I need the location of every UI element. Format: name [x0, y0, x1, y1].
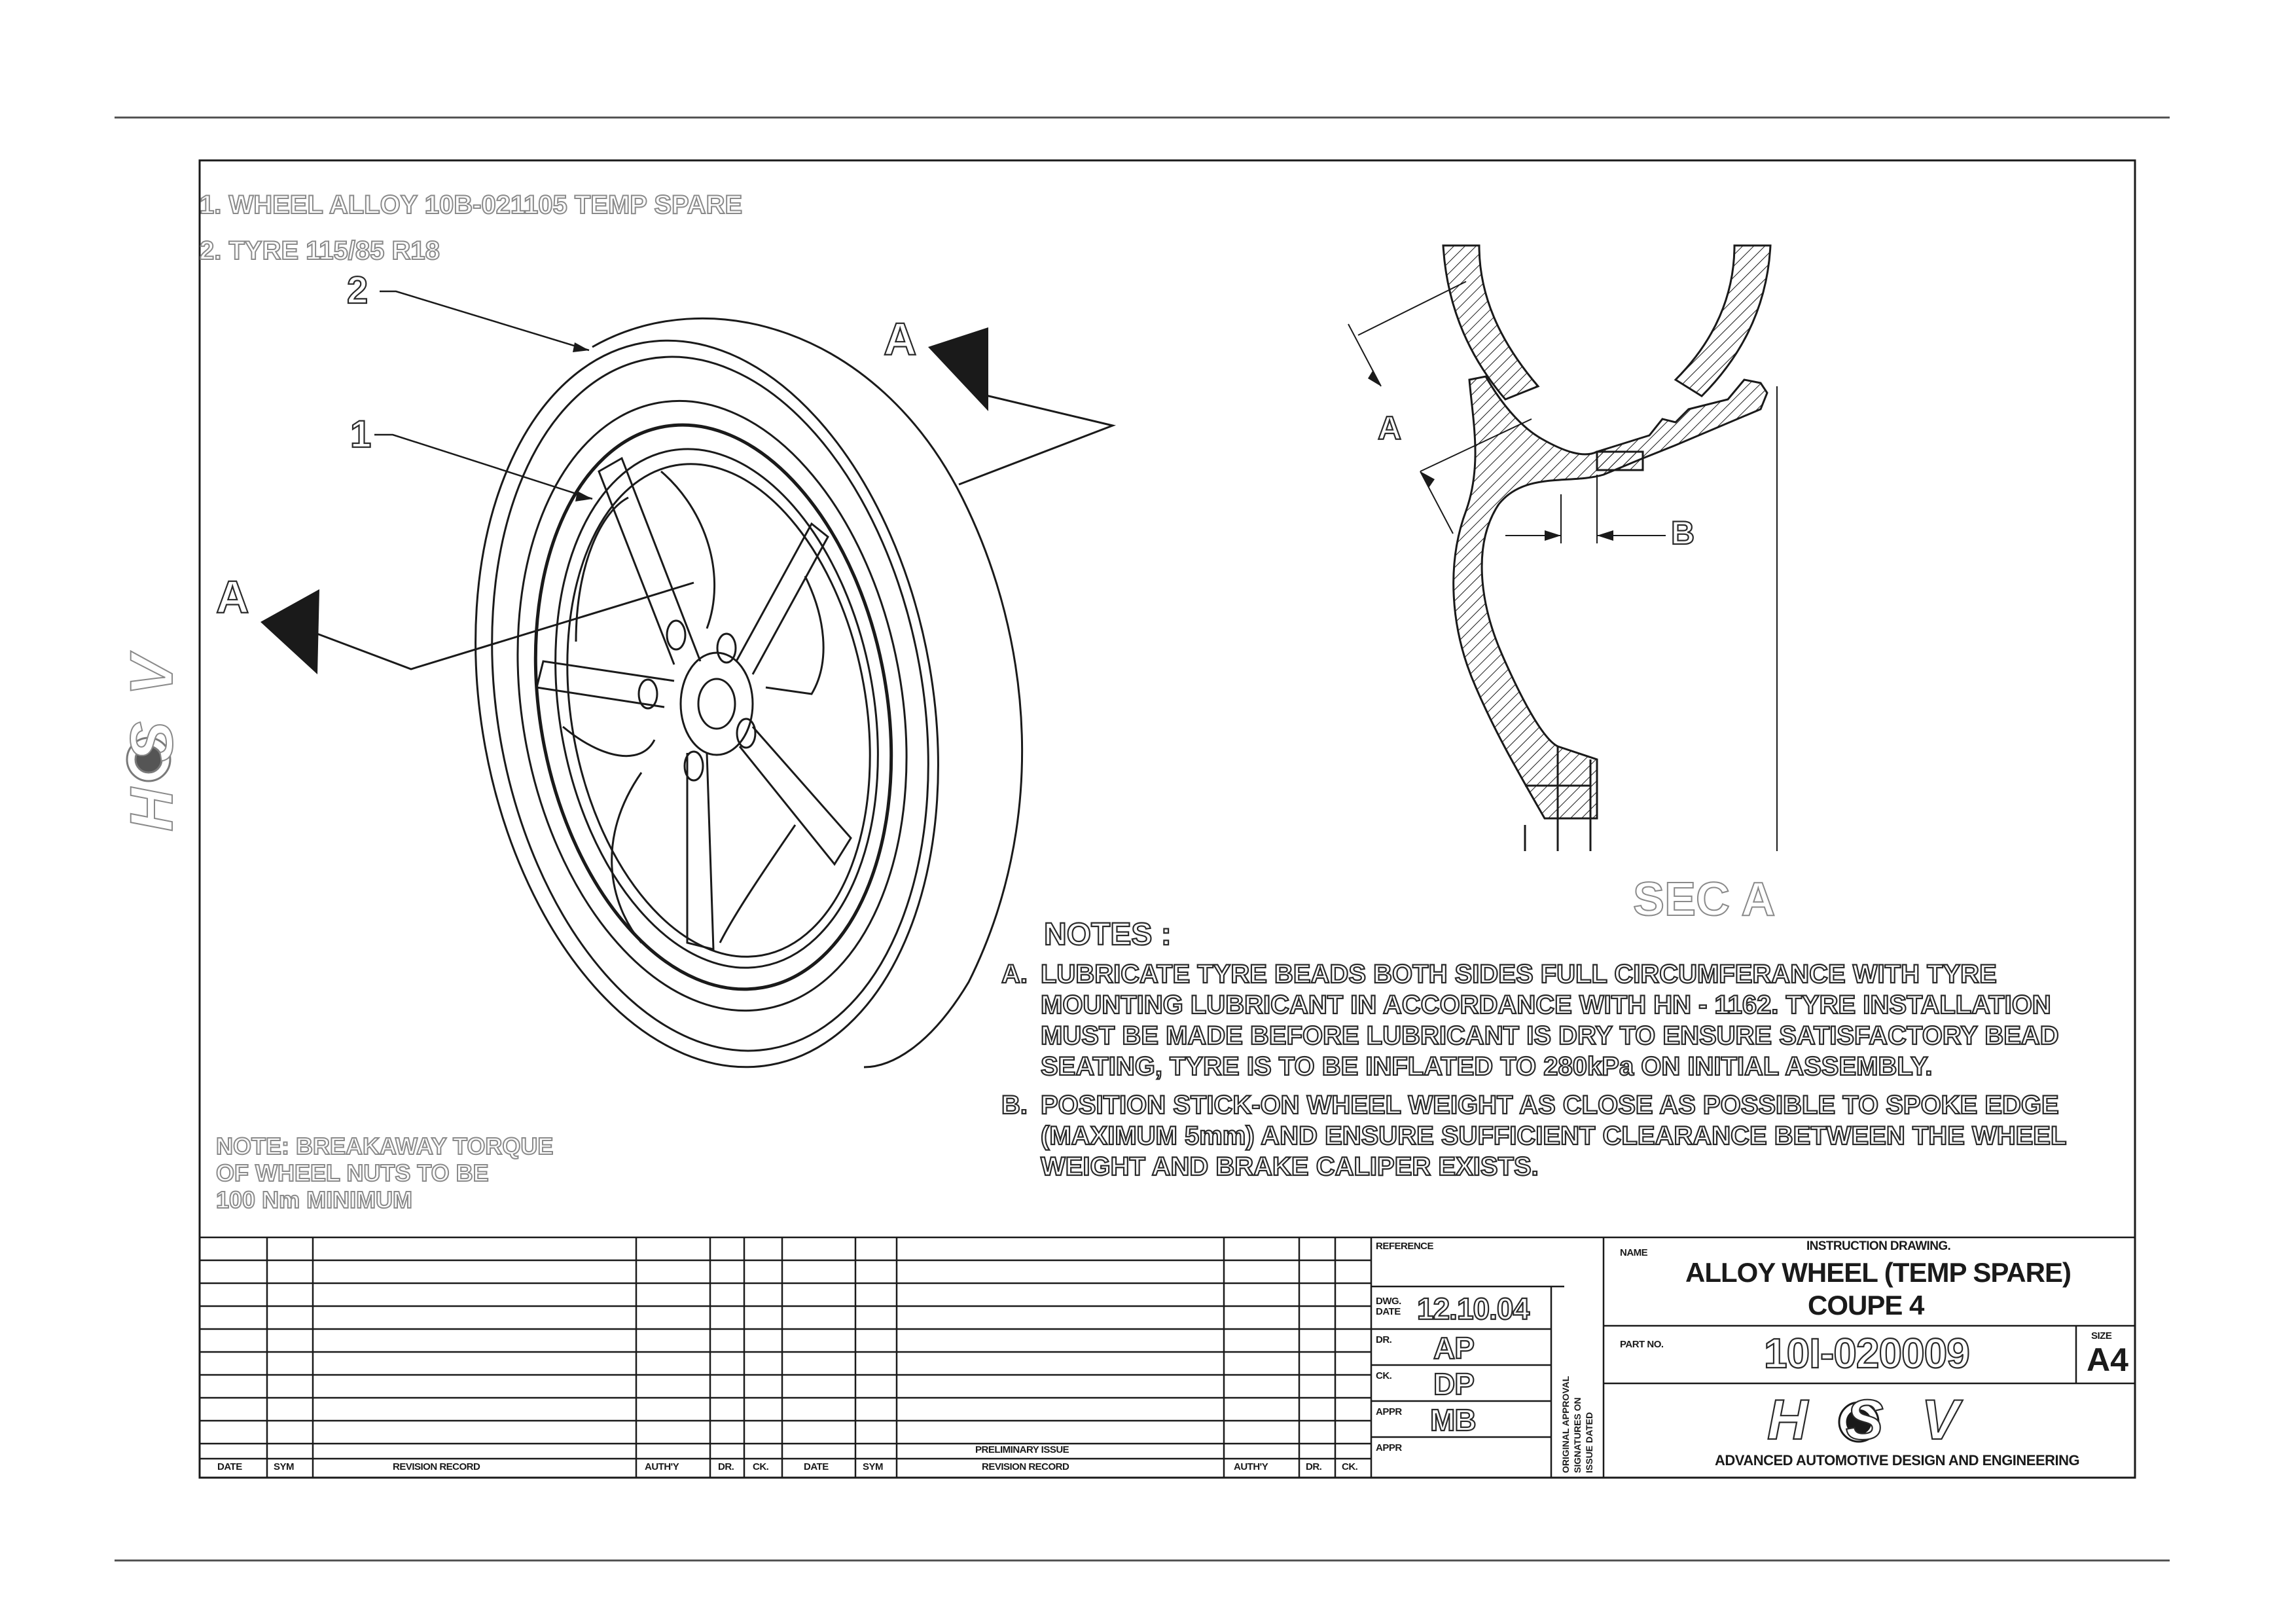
section-callout-right: A	[883, 313, 918, 365]
torque-note: NOTE: BREAKAWAY TORQUE OF WHEEL NUTS TO …	[215, 1132, 554, 1214]
rev-header-date: DATE	[217, 1461, 242, 1472]
section-cut-line	[294, 392, 1117, 670]
dimension-a-label: A	[1377, 409, 1402, 447]
section-a-view	[1348, 244, 1778, 851]
callout-item-2: 2	[346, 268, 368, 312]
rev-header-ck-2: CK.	[1342, 1461, 1358, 1472]
section-arrows	[260, 327, 988, 674]
original-approval-line: ISSUE DATED	[1584, 1412, 1594, 1473]
note-b-line: WEIGHT AND BRAKE CALIPER EXISTS.	[1040, 1152, 1539, 1182]
bottom-page-rule	[115, 1559, 2170, 1561]
appr-2-label: APPR	[1376, 1442, 1402, 1453]
original-approval-line: ORIGINAL APPROVAL	[1560, 1376, 1571, 1473]
note-a-line: MUST BE MADE BEFORE LUBRICANT IS DRY TO …	[1040, 1021, 2060, 1051]
callout-item-1: 1	[350, 412, 372, 456]
company-name: ADVANCED AUTOMOTIVE DESIGN AND ENGINEERI…	[1715, 1452, 2080, 1468]
instruction-label: INSTRUCTION DRAWING.	[1806, 1239, 1951, 1253]
parts-item-1: 1. WHEEL ALLOY 10B-021105 TEMP SPARE	[199, 190, 743, 220]
title-block-hsv-logo	[1838, 1401, 1880, 1443]
rev-header-dr-2: DR.	[1306, 1461, 1322, 1472]
parts-item-2: 2. TYRE 115/85 R18	[199, 236, 440, 266]
rev-header-ck: CK.	[753, 1461, 769, 1472]
note-a: A. LUBRICATE TYRE BEADS BOTH SIDES FULL C…	[1001, 959, 2060, 1082]
title-block-logo-text: HSV	[1767, 1388, 1997, 1452]
rev-header-record-2: REVISION RECORD	[982, 1461, 1069, 1472]
appr-value: MB	[1429, 1402, 1477, 1438]
note-b-line: POSITION STICK-ON WHEEL WEIGHT AS CLOSE …	[1040, 1090, 2060, 1120]
dwg-date-value: 12.10.04	[1416, 1291, 1530, 1326]
dwg-date-label: DWG. DATE	[1376, 1296, 1401, 1317]
rev-header-dr: DR.	[718, 1461, 734, 1472]
dr-value: AP	[1433, 1330, 1475, 1366]
dwg-label: DWG.	[1376, 1296, 1401, 1307]
note-a-line: MOUNTING LUBRICANT IN ACCORDANCE WITH HN…	[1040, 990, 2052, 1020]
note-a-line: SEATING, TYRE IS TO BE INFLATED TO 280kP…	[1040, 1051, 1933, 1082]
top-page-rule	[115, 117, 2170, 119]
drawing-title-line-2: COUPE 4	[1808, 1290, 1924, 1321]
note-b-key: B.	[1001, 1090, 1028, 1120]
drawing-title-line-1: ALLOY WHEEL (TEMP SPARE)	[1685, 1257, 2072, 1288]
leader-arrowheads	[573, 342, 592, 501]
rev-header-record: REVISION RECORD	[393, 1461, 480, 1472]
note-b-line: (MAXIMUM 5mm) AND ENSURE SUFFICIENT CLEA…	[1040, 1121, 2068, 1151]
rev-header-sym: SYM	[274, 1461, 295, 1472]
ck-label: CK.	[1376, 1370, 1392, 1381]
preliminary-issue: PRELIMINARY ISSUE	[975, 1444, 1069, 1455]
size-label: SIZE	[2091, 1330, 2112, 1341]
parts-list: 1. WHEEL ALLOY 10B-021105 TEMP SPARE 2. …	[199, 182, 743, 274]
rev-header-sym-2: SYM	[863, 1461, 884, 1472]
leader-lines	[374, 290, 593, 500]
size-value: A4	[2087, 1341, 2128, 1378]
dr-label: DR.	[1376, 1334, 1392, 1345]
torque-note-line: OF WHEEL NUTS TO BE	[215, 1159, 490, 1187]
part-no-label: PART NO.	[1620, 1339, 1664, 1350]
reference-label: REFERENCE	[1376, 1241, 1434, 1252]
torque-note-line: 100 Nm MINIMUM	[215, 1186, 413, 1214]
appr-label: APPR	[1376, 1406, 1402, 1417]
note-b: B. POSITION STICK-ON WHEEL WEIGHT AS CLOS…	[1001, 1090, 2068, 1182]
dimension-arrowheads	[1368, 370, 1613, 541]
title-block-grid	[198, 1236, 2136, 1479]
note-a-key: A.	[1001, 959, 1028, 989]
name-label: NAME	[1620, 1247, 1648, 1258]
part-no-value: 10I-020009	[1763, 1329, 1971, 1377]
section-callout-left: A	[215, 571, 250, 623]
original-approval-note: ORIGINAL APPROVAL SIGNATURES ON ISSUE DA…	[1560, 1376, 1595, 1473]
rev-header-date-2: DATE	[804, 1461, 829, 1472]
dimension-b-label: B	[1670, 514, 1695, 552]
date-label: DATE	[1376, 1306, 1401, 1317]
ck-value: DP	[1433, 1366, 1475, 1402]
note-a-line: LUBRICATE TYRE BEADS BOTH SIDES FULL CIR…	[1040, 959, 1998, 989]
rev-header-authy-2: AUTH'Y	[1234, 1461, 1268, 1472]
original-approval-line: SIGNATURES ON	[1572, 1397, 1583, 1473]
notes-title: NOTES :	[1043, 917, 1172, 953]
rev-header-authy: AUTH'Y	[645, 1461, 679, 1472]
wheel-iso-view	[475, 317, 1024, 1068]
section-title: SEC A	[1632, 873, 1776, 926]
torque-note-line: NOTE: BREAKAWAY TORQUE	[215, 1132, 554, 1160]
side-hsv-logo	[126, 737, 171, 782]
side-logo-text: HSV	[118, 629, 186, 832]
